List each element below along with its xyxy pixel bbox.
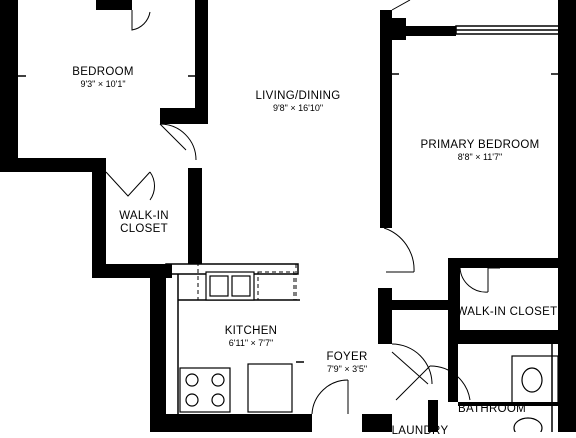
closet1-door-swing [149, 171, 156, 201]
kitchen-fridge [247, 363, 293, 413]
kitchen-sink-basin-left [209, 275, 229, 297]
primary-left-wall [380, 10, 392, 228]
bedroom-door-leaf [159, 123, 187, 151]
room-name: KITCHEN [224, 325, 278, 337]
room-name: BEDROOM [72, 66, 134, 78]
bedroom-label: BEDROOM 9'3" × 10'1" [72, 66, 134, 90]
bath-bottom-wall [458, 402, 558, 406]
entry-door-swing [311, 379, 349, 415]
closet2-top-left-wall [448, 258, 460, 340]
closet1-left-wall [92, 168, 106, 278]
bedroom-right-top-wall [195, 0, 208, 108]
walk-in-closet-label: WALK-IN CLOSET [119, 210, 169, 236]
primary-walk-in-closet-label: WALK-IN CLOSET [457, 306, 558, 319]
primary-bedroom-label: PRIMARY BEDROOM 8'8" × 11'7" [420, 139, 539, 163]
bedroom-closet-door-swing [131, 10, 151, 31]
bedroom-left-wall [0, 0, 18, 168]
foyer-label: FOYER 7'9" × 3'5" [326, 351, 367, 375]
closet1-right-wall [188, 168, 202, 264]
hall-bifold-door [391, 351, 429, 385]
kitchen-left-wall [150, 264, 166, 432]
bedroom-right-jog-wall [160, 108, 208, 124]
room-name: BATHROOM [458, 403, 526, 415]
burner-icon [211, 393, 225, 407]
room-dimensions: 9'8" × 16'10" [272, 103, 324, 113]
burner-icon [211, 373, 225, 387]
living-dining-label: LIVING/DINING 9'8" × 16'10" [255, 90, 340, 114]
room-dimensions: 6'11" × 7'7" [228, 338, 274, 348]
room-name-line1: WALK-IN [119, 210, 169, 222]
closet2-door-swing [459, 267, 489, 293]
kitchen-bottom-wall [150, 414, 312, 432]
bedroom-door-swing [159, 123, 197, 161]
primary-top-wall [392, 26, 456, 36]
room-name: LIVING/DINING [255, 90, 341, 102]
toilet-icon [513, 417, 543, 432]
bathroom-label: BATHROOM [458, 403, 526, 416]
primary-right-wall [558, 0, 576, 432]
bedroom-top-wall [96, 0, 132, 10]
kitchen-label: KITCHEN 6'11" × 7'7" [225, 325, 278, 349]
primary-lower-left-wall [378, 288, 392, 344]
room-name: PRIMARY BEDROOM [420, 139, 540, 151]
laundry-door-swing [395, 365, 471, 401]
kitchen-sink-basin-right [231, 275, 251, 297]
foyer-bottom-wall [362, 414, 392, 432]
room-dimensions: 8'8" × 11'7" [457, 152, 503, 162]
hall-divider-wall [392, 300, 448, 310]
room-dimensions: 7'9" × 3'5" [326, 364, 368, 374]
laundry-right-wall [428, 400, 438, 432]
primary-door-swing [383, 227, 415, 273]
kitchen-range [179, 367, 231, 413]
room-name: FOYER [326, 351, 368, 363]
primary-top-door [391, 0, 411, 11]
hall-door-swing [391, 343, 433, 385]
burner-icon [185, 393, 199, 407]
room-name: WALK-IN CLOSET [456, 306, 558, 318]
bath-sink-basin [521, 367, 543, 393]
bedroom-bottom-wall [0, 158, 106, 172]
room-name-line2: CLOSET [120, 223, 168, 235]
closet2-bottom-wall [448, 330, 560, 344]
closet1-bifold-door [105, 171, 151, 197]
burner-icon [185, 373, 199, 387]
kitchen-dishwasher [257, 271, 295, 301]
room-dimensions: 9'3" × 10'1" [80, 79, 126, 89]
closet2-top-wall [460, 258, 560, 268]
